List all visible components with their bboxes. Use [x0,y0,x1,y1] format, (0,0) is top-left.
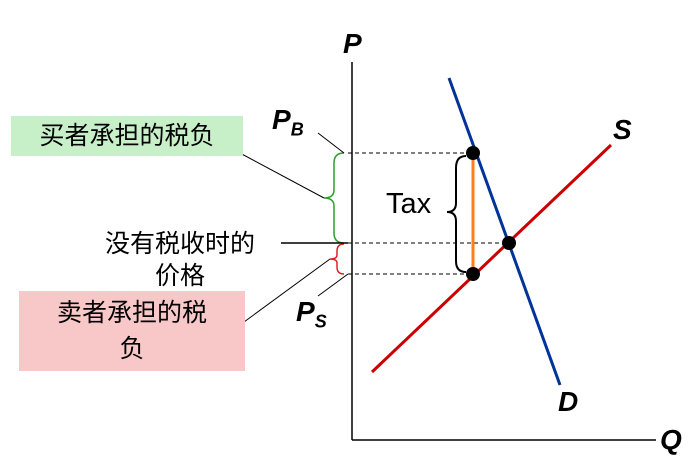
buyer-price-label: PB [272,104,304,140]
buyer-price-point [466,146,480,160]
no-tax-price-annotation: 没有税收时的 价格 [78,228,282,292]
tax-label: Tax [386,188,432,220]
supply-curve-label: S [613,114,632,145]
buyer-burden-leader [237,151,325,199]
seller-burden-line2: 负 [119,334,145,363]
demand-curve [447,77,562,386]
x-axis-label: Q [660,424,682,455]
buyer-burden-box: 买者承担的税负 [11,116,243,156]
seller-price-label: PS [296,296,327,332]
tax-bracket [446,155,467,273]
buyer-burden-text: 买者承担的税负 [39,121,215,150]
y-axis-label: P [343,28,362,59]
seller-price-leader [317,273,349,297]
seller-price-point [466,267,480,281]
seller-burden-leader [243,258,331,323]
buyer-price-leader [317,132,345,154]
seller-burden-line1: 卖者承担的税 [56,298,207,327]
no-tax-price-line1: 没有税收时的 [104,229,255,258]
supply-curve [370,143,613,374]
demand-curve-label: D [558,386,579,417]
equilibrium-point [502,236,516,250]
seller-burden-bracket [329,243,345,275]
buyer-burden-bracket [323,152,345,244]
no-tax-price-line2: 价格 [154,261,205,290]
seller-burden-box: 卖者承担的税 负 [19,291,245,371]
